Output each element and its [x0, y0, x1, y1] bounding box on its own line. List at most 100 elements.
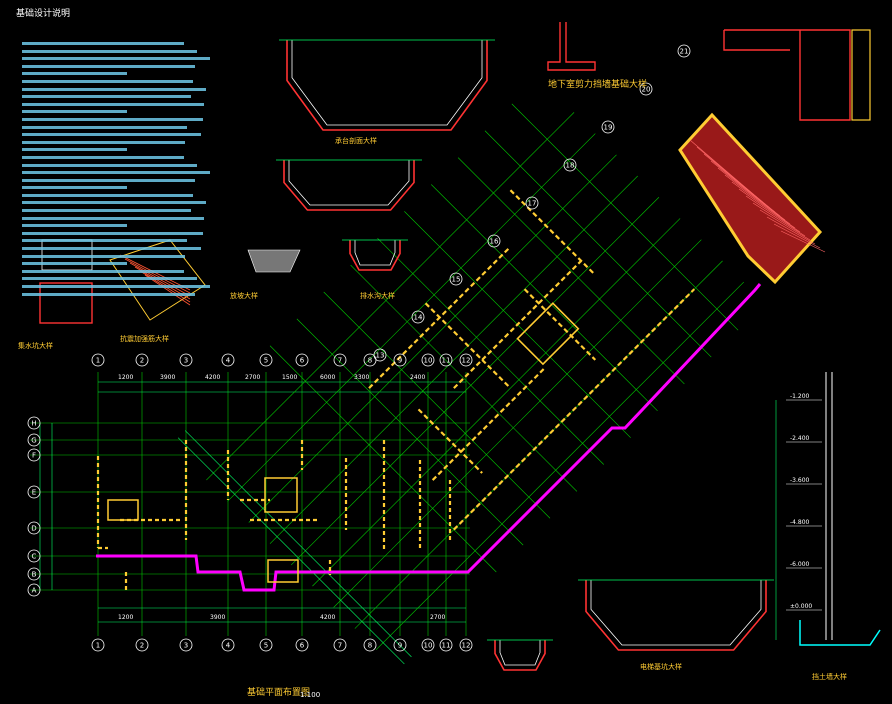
- small-pit-section: [487, 639, 553, 671]
- axis-bubble-B: B: [27, 567, 41, 581]
- bubble-circle: [601, 120, 615, 134]
- wall-segment: [431, 366, 547, 481]
- axis-bubble-6: 6: [295, 353, 309, 367]
- wall-segment: [424, 302, 512, 389]
- diagonal-walls: [368, 189, 696, 531]
- bubble-text: 13: [376, 352, 385, 360]
- grid-layer: [30, 103, 744, 665]
- wall-section-title: 挡土墙大样: [812, 673, 847, 681]
- bubble-circle: [411, 310, 425, 324]
- axis-bubble-9: 9: [393, 638, 407, 652]
- drainage-title: 排水沟大样: [360, 292, 395, 300]
- slope-fill: [247, 249, 301, 273]
- axis-bubble-H: H: [27, 416, 41, 430]
- bubble-text: 2: [140, 642, 144, 650]
- diag-grid-line: [291, 197, 660, 566]
- wall-segment: [453, 288, 696, 531]
- note-line: [22, 193, 193, 197]
- note-line: [22, 72, 127, 76]
- bubble-text: E: [32, 489, 36, 497]
- bubble-circle: [363, 353, 377, 367]
- dim-text: 3900: [210, 614, 225, 621]
- bubble-circle: [221, 353, 235, 367]
- note-line: [22, 269, 184, 273]
- axis-bubble-10: 10: [421, 638, 435, 652]
- axis-bubble-15: 15: [449, 272, 463, 286]
- hatched-block: [678, 112, 826, 285]
- diag-grid-line: [269, 175, 638, 544]
- note-line: [22, 171, 211, 175]
- wall-segment: [453, 260, 582, 389]
- trench-outline: [585, 580, 767, 651]
- hatch-line: [766, 216, 816, 245]
- note-line: [22, 231, 203, 235]
- dim-text: 4200: [320, 614, 335, 621]
- bubble-circle: [91, 638, 105, 652]
- stair-core: [267, 559, 299, 583]
- bubble-text: 4: [226, 357, 231, 365]
- bubble-circle: [27, 448, 41, 462]
- bubble-text: 18: [566, 162, 575, 170]
- hatch-line: [773, 223, 821, 249]
- bubble-circle: [363, 638, 377, 652]
- axis-bubble-3: 3: [179, 638, 193, 652]
- axis-bubble-7: 7: [333, 638, 347, 652]
- axis-bubble-4: 4: [221, 353, 235, 367]
- axis-bubble-11: 11: [439, 353, 453, 367]
- bubble-text: 9: [398, 357, 402, 365]
- bubble-circle: [393, 638, 407, 652]
- note-line: [22, 102, 205, 106]
- note-line: [22, 79, 193, 83]
- pit-box: [39, 282, 93, 324]
- axis-bubble-F: F: [27, 448, 41, 462]
- lift-core: [264, 477, 298, 513]
- trench-outline: [286, 40, 488, 131]
- bubble-circle: [27, 567, 41, 581]
- bubble-text: A: [32, 587, 37, 595]
- retaining-wall-title: 地下室剪力挡墙基础大样: [548, 80, 648, 90]
- axis-bubble-6: 6: [295, 638, 309, 652]
- axis-bubble-8: 8: [363, 353, 377, 367]
- dim-text: 2400: [410, 374, 425, 381]
- axis-bubble-2: 2: [135, 638, 149, 652]
- axis-bubble-12: 12: [459, 353, 473, 367]
- note-line: [22, 64, 195, 68]
- dim-text: 2700: [245, 374, 260, 381]
- note-line: [22, 186, 127, 190]
- diagonal-grid: [177, 103, 744, 665]
- dim-text: 1200: [118, 614, 133, 621]
- note-line: [22, 239, 188, 243]
- diag-grid-line: [248, 154, 617, 523]
- wall-segment: [509, 189, 597, 276]
- lift-pit-title: 电梯基坑大样: [640, 663, 682, 671]
- axis-bubble-1: 1: [91, 638, 105, 652]
- axis-bubble-8: 8: [363, 638, 377, 652]
- hatch-line: [731, 181, 791, 225]
- bubble-circle: [27, 433, 41, 447]
- note-line: [22, 87, 207, 91]
- axis-bubble-4: 4: [221, 638, 235, 652]
- bubble-text: 11: [442, 357, 451, 365]
- note-line: [22, 49, 197, 53]
- elevation-text: ±0.000: [790, 603, 812, 610]
- note-line: [22, 95, 192, 99]
- bubble-circle: [373, 348, 387, 362]
- bubble-circle: [179, 638, 193, 652]
- axis-bubble-C: C: [27, 549, 41, 563]
- bubble-text: 1: [96, 642, 100, 650]
- trench-outline: [349, 240, 401, 271]
- bubble-circle: [487, 234, 501, 248]
- bubble-text: 17: [528, 200, 537, 208]
- diag-dim: [184, 430, 412, 658]
- axis-bubble-9: 9: [393, 353, 407, 367]
- axis-bubble-13: 13: [373, 348, 387, 362]
- hatch-line: [738, 188, 796, 229]
- axis-bubble-2: 2: [135, 353, 149, 367]
- axis-bubble-3: 3: [179, 353, 193, 367]
- bubble-circle: [333, 353, 347, 367]
- wall-segment: [523, 288, 597, 361]
- pile-cap: [107, 499, 139, 521]
- bubble-text: 5: [264, 642, 268, 650]
- bubble-text: 15: [452, 276, 461, 284]
